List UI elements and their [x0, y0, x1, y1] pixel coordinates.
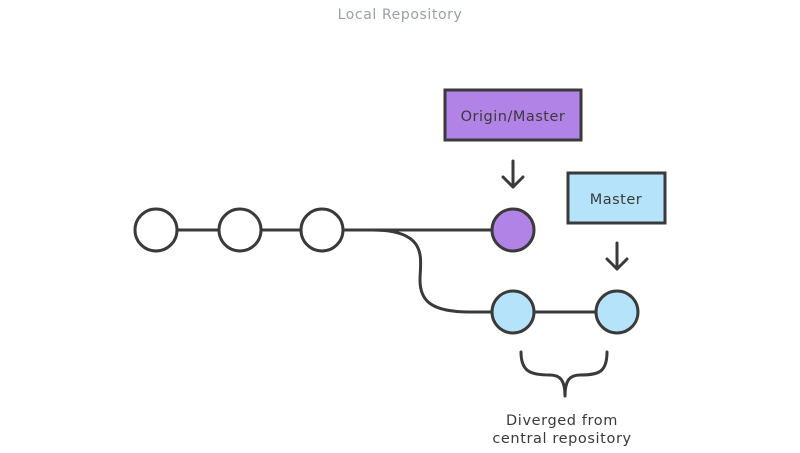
local-branch-curve — [370, 228, 493, 314]
diagram-caption: Local Repository — [338, 7, 463, 23]
origin-master-commit — [490, 207, 536, 253]
master-label-text: Master — [590, 192, 643, 208]
local-commit-1 — [490, 289, 536, 335]
master-label-box — [566, 171, 667, 225]
master-commit — [594, 289, 640, 335]
commit-3 — [299, 207, 345, 253]
origin-master-arrow-icon — [501, 159, 525, 189]
commit-1 — [133, 207, 179, 253]
diverged-note-line-1: Diverged from — [506, 413, 618, 429]
origin-master-label-text: Origin/Master — [461, 109, 566, 125]
diverged-note-line-2: central repository — [492, 431, 631, 447]
commit-history-lines — [176, 228, 597, 314]
origin-master-label: Origin/Master — [443, 88, 583, 142]
master-label: Master — [566, 171, 667, 225]
diverged-brace-icon — [519, 350, 609, 398]
origin-master-label-box — [443, 88, 583, 142]
master-arrow-icon — [605, 241, 629, 271]
commits — [133, 207, 640, 335]
commit-2 — [217, 207, 263, 253]
